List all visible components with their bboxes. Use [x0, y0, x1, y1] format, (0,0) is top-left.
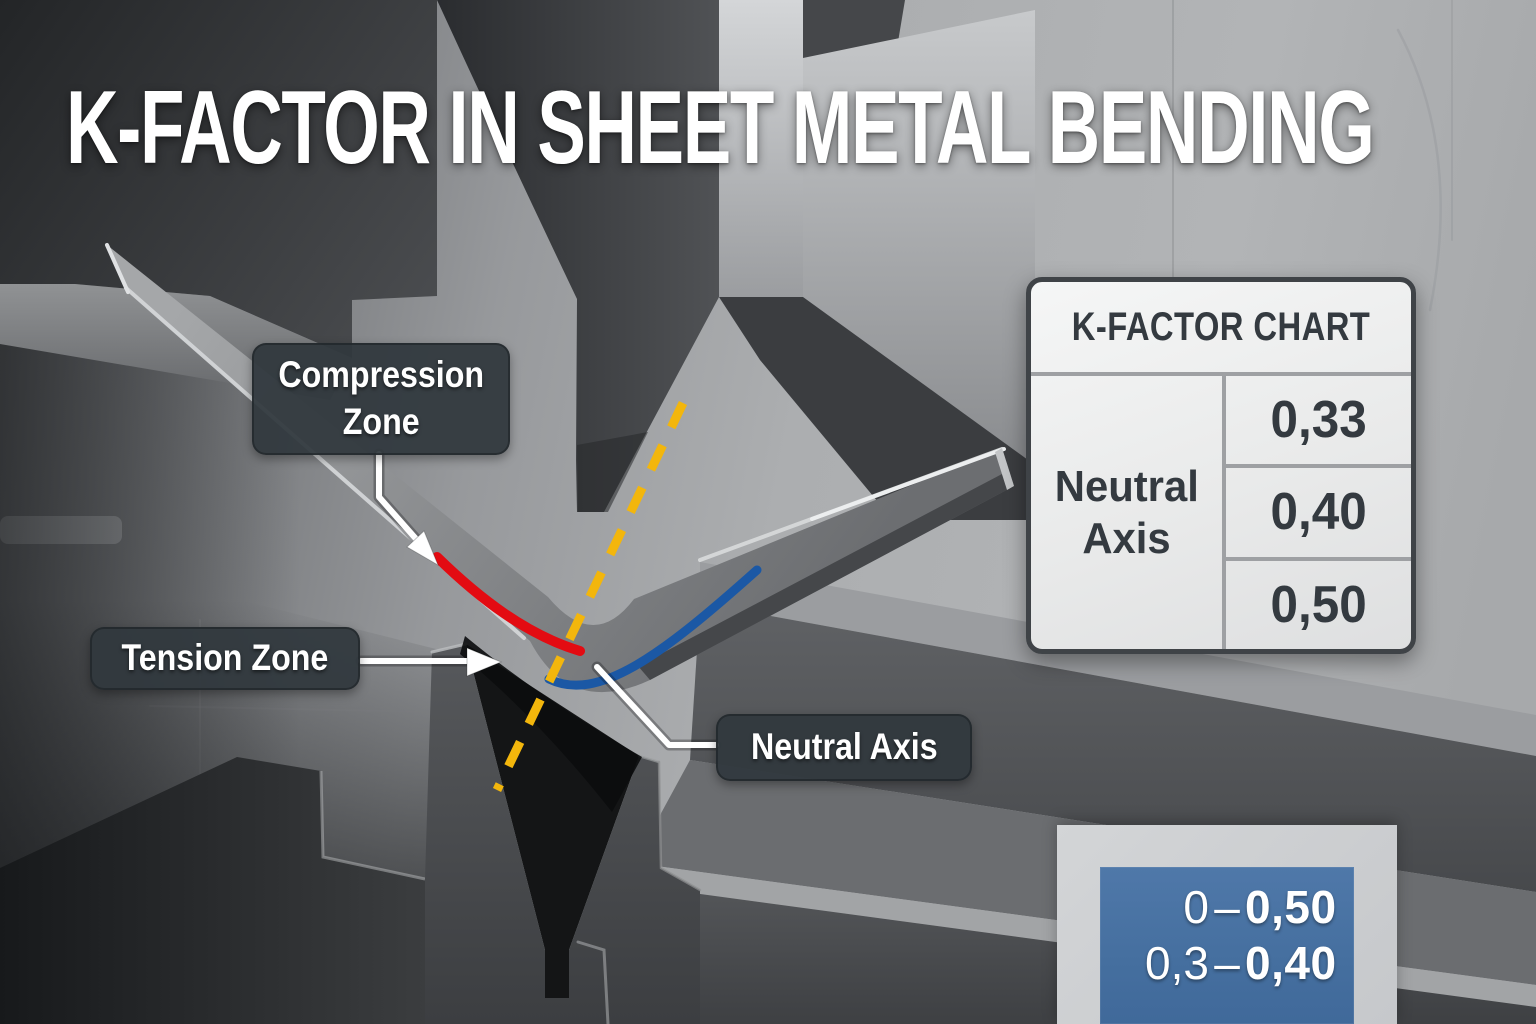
k-factor-range-panel: 0 – 0,50 0,3 – 0,40 — [1057, 825, 1397, 1024]
range-1-max: 0,50 — [1245, 881, 1337, 933]
k-factor-range-box: 0 – 0,50 0,3 – 0,40 — [1100, 867, 1354, 1024]
compression-leader — [376, 451, 420, 543]
sheet-end-face — [995, 448, 1014, 490]
neutral-leader — [594, 664, 719, 748]
range-row: 0 – 0,50 — [1100, 879, 1354, 935]
range-2-min: 0,3 — [1145, 937, 1209, 989]
range-2-max: 0,40 — [1245, 937, 1337, 989]
k-factor-value-cell: 0,40 — [1226, 464, 1411, 556]
compression-zone-line — [432, 552, 585, 656]
k-factor-value-1: 0,33 — [1270, 391, 1367, 450]
range-1-min: 0 — [1183, 881, 1209, 933]
die-v-block — [425, 644, 700, 1024]
row-label-line2: Axis — [1082, 513, 1171, 563]
compression-zone-label-line1: Compression — [278, 354, 484, 396]
bend-gap-shadow — [460, 636, 642, 812]
page-title: K-FACTOR IN SHEET METAL BENDING — [66, 70, 1375, 186]
compression-zone-label-line2: Zone — [342, 401, 420, 442]
k-factor-value-cell: 0,33 — [1226, 376, 1411, 464]
k-factor-chart-values: 0,33 0,40 0,50 — [1226, 376, 1411, 649]
tension-zone-line — [544, 565, 762, 690]
k-factor-chart-body: Neutral Axis 0,33 0,40 0,50 — [1031, 376, 1411, 649]
ram-block — [0, 0, 437, 358]
bed-face-upper — [690, 603, 1536, 892]
die-edge-highlights — [430, 642, 702, 1024]
sheet-metal — [107, 245, 1014, 693]
range-1-separator: – — [1214, 881, 1240, 933]
row-label-line1: Neutral — [1054, 462, 1199, 512]
k-factor-chart-panel: K-FACTOR CHART Neutral Axis 0,33 0,40 0,… — [1026, 277, 1416, 654]
tension-arrowhead-icon — [466, 647, 503, 677]
tension-zone-label: Tension Zone — [90, 627, 360, 690]
k-factor-chart-row-label: Neutral Axis — [1031, 376, 1226, 649]
sheet-right-thickness — [638, 474, 1014, 680]
neutral-axis-label-text: Neutral Axis — [750, 726, 938, 768]
compression-arrowhead-icon — [406, 530, 440, 567]
tension-zone-label-text: Tension Zone — [121, 637, 329, 679]
k-factor-value-3: 0,50 — [1270, 575, 1367, 634]
neutral-axis-dashed-line — [492, 401, 688, 792]
compression-zone-label: Compression Zone — [252, 343, 510, 455]
neutral-axis-label: Neutral Axis — [716, 714, 972, 781]
range-2-separator: – — [1214, 937, 1240, 989]
bed-top-edge — [700, 562, 1536, 756]
punch — [437, 0, 719, 512]
k-factor-chart-title-text: K-FACTOR CHART — [1071, 304, 1371, 349]
k-factor-value-2: 0,40 — [1270, 483, 1367, 542]
die-near-end — [0, 757, 425, 1024]
die-near-edges — [319, 770, 426, 881]
punch-tip-shade — [577, 432, 648, 512]
leader-lines — [358, 451, 719, 748]
range-row: 0,3 – 0,40 — [1100, 935, 1354, 991]
k-factor-chart-title: K-FACTOR CHART — [1031, 282, 1411, 376]
punch-side-face-highlight — [719, 0, 803, 297]
k-factor-value-cell: 0,50 — [1226, 556, 1411, 649]
